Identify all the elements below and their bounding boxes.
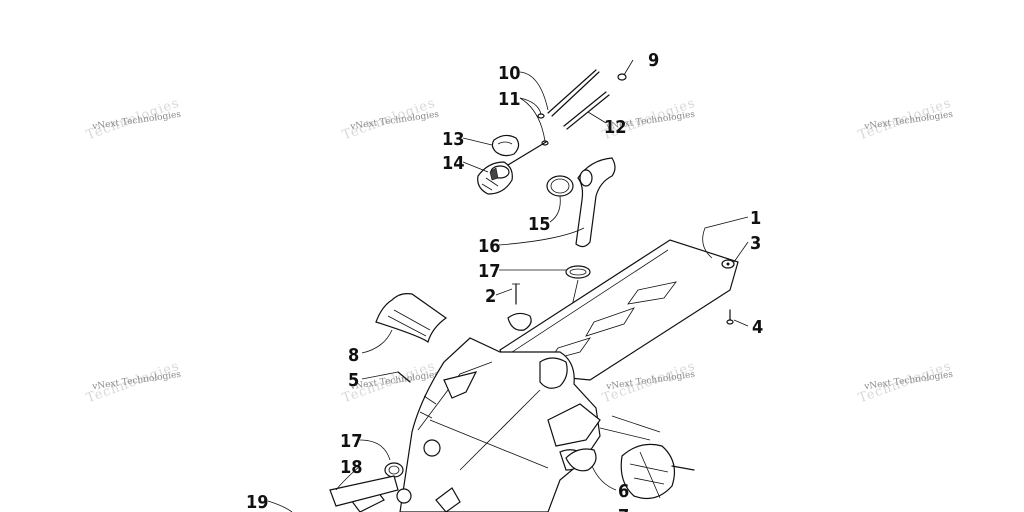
part-12-rod (563, 91, 610, 130)
chassis-main (347, 337, 601, 512)
part-18-hose (329, 475, 399, 507)
callout-11: 11 (498, 89, 521, 110)
callout-9: 9 (648, 50, 659, 71)
part-10-rod (547, 69, 600, 117)
callout-2: 2 (485, 286, 496, 307)
part-14-filler-neck (477, 161, 513, 195)
callout-16: 16 (478, 236, 501, 257)
mount-pad (507, 312, 532, 331)
callout-10: 10 (498, 63, 521, 84)
part-11-grommets (537, 113, 549, 146)
part-17-clamp-lower (384, 462, 404, 478)
part-8-cover (375, 293, 448, 344)
callout-17-lower: 17 (340, 431, 363, 452)
filler-rod (507, 141, 547, 166)
callout-7: 7 (618, 506, 629, 512)
part-4-bolt (726, 309, 734, 325)
callout-12: 12 (604, 117, 627, 138)
part-5-screw (397, 371, 411, 383)
callout-6: 6 (618, 481, 629, 502)
callout-17-upper: 17 (478, 261, 501, 282)
part-3-nut (721, 259, 735, 269)
part-17-clamp-upper (565, 265, 591, 279)
part-13-cap (491, 134, 520, 157)
callout-1: 1 (750, 208, 761, 229)
callout-4: 4 (752, 317, 763, 338)
part-2-bolt (512, 283, 520, 305)
callout-3: 3 (750, 233, 761, 254)
callout-8: 8 (348, 345, 359, 366)
callout-14: 14 (442, 153, 465, 174)
callout-13: 13 (442, 129, 465, 150)
part-9-cap (617, 73, 627, 81)
callout-5: 5 (348, 370, 359, 391)
callout-15: 15 (528, 214, 551, 235)
part-7-pump (599, 415, 695, 499)
callout-18: 18 (340, 457, 363, 478)
part-6-gasket (565, 448, 597, 472)
leader-lines (267, 59, 749, 512)
callout-19: 19 (246, 492, 269, 512)
part-16-hose (575, 157, 616, 248)
part-15-clamp (546, 175, 574, 197)
